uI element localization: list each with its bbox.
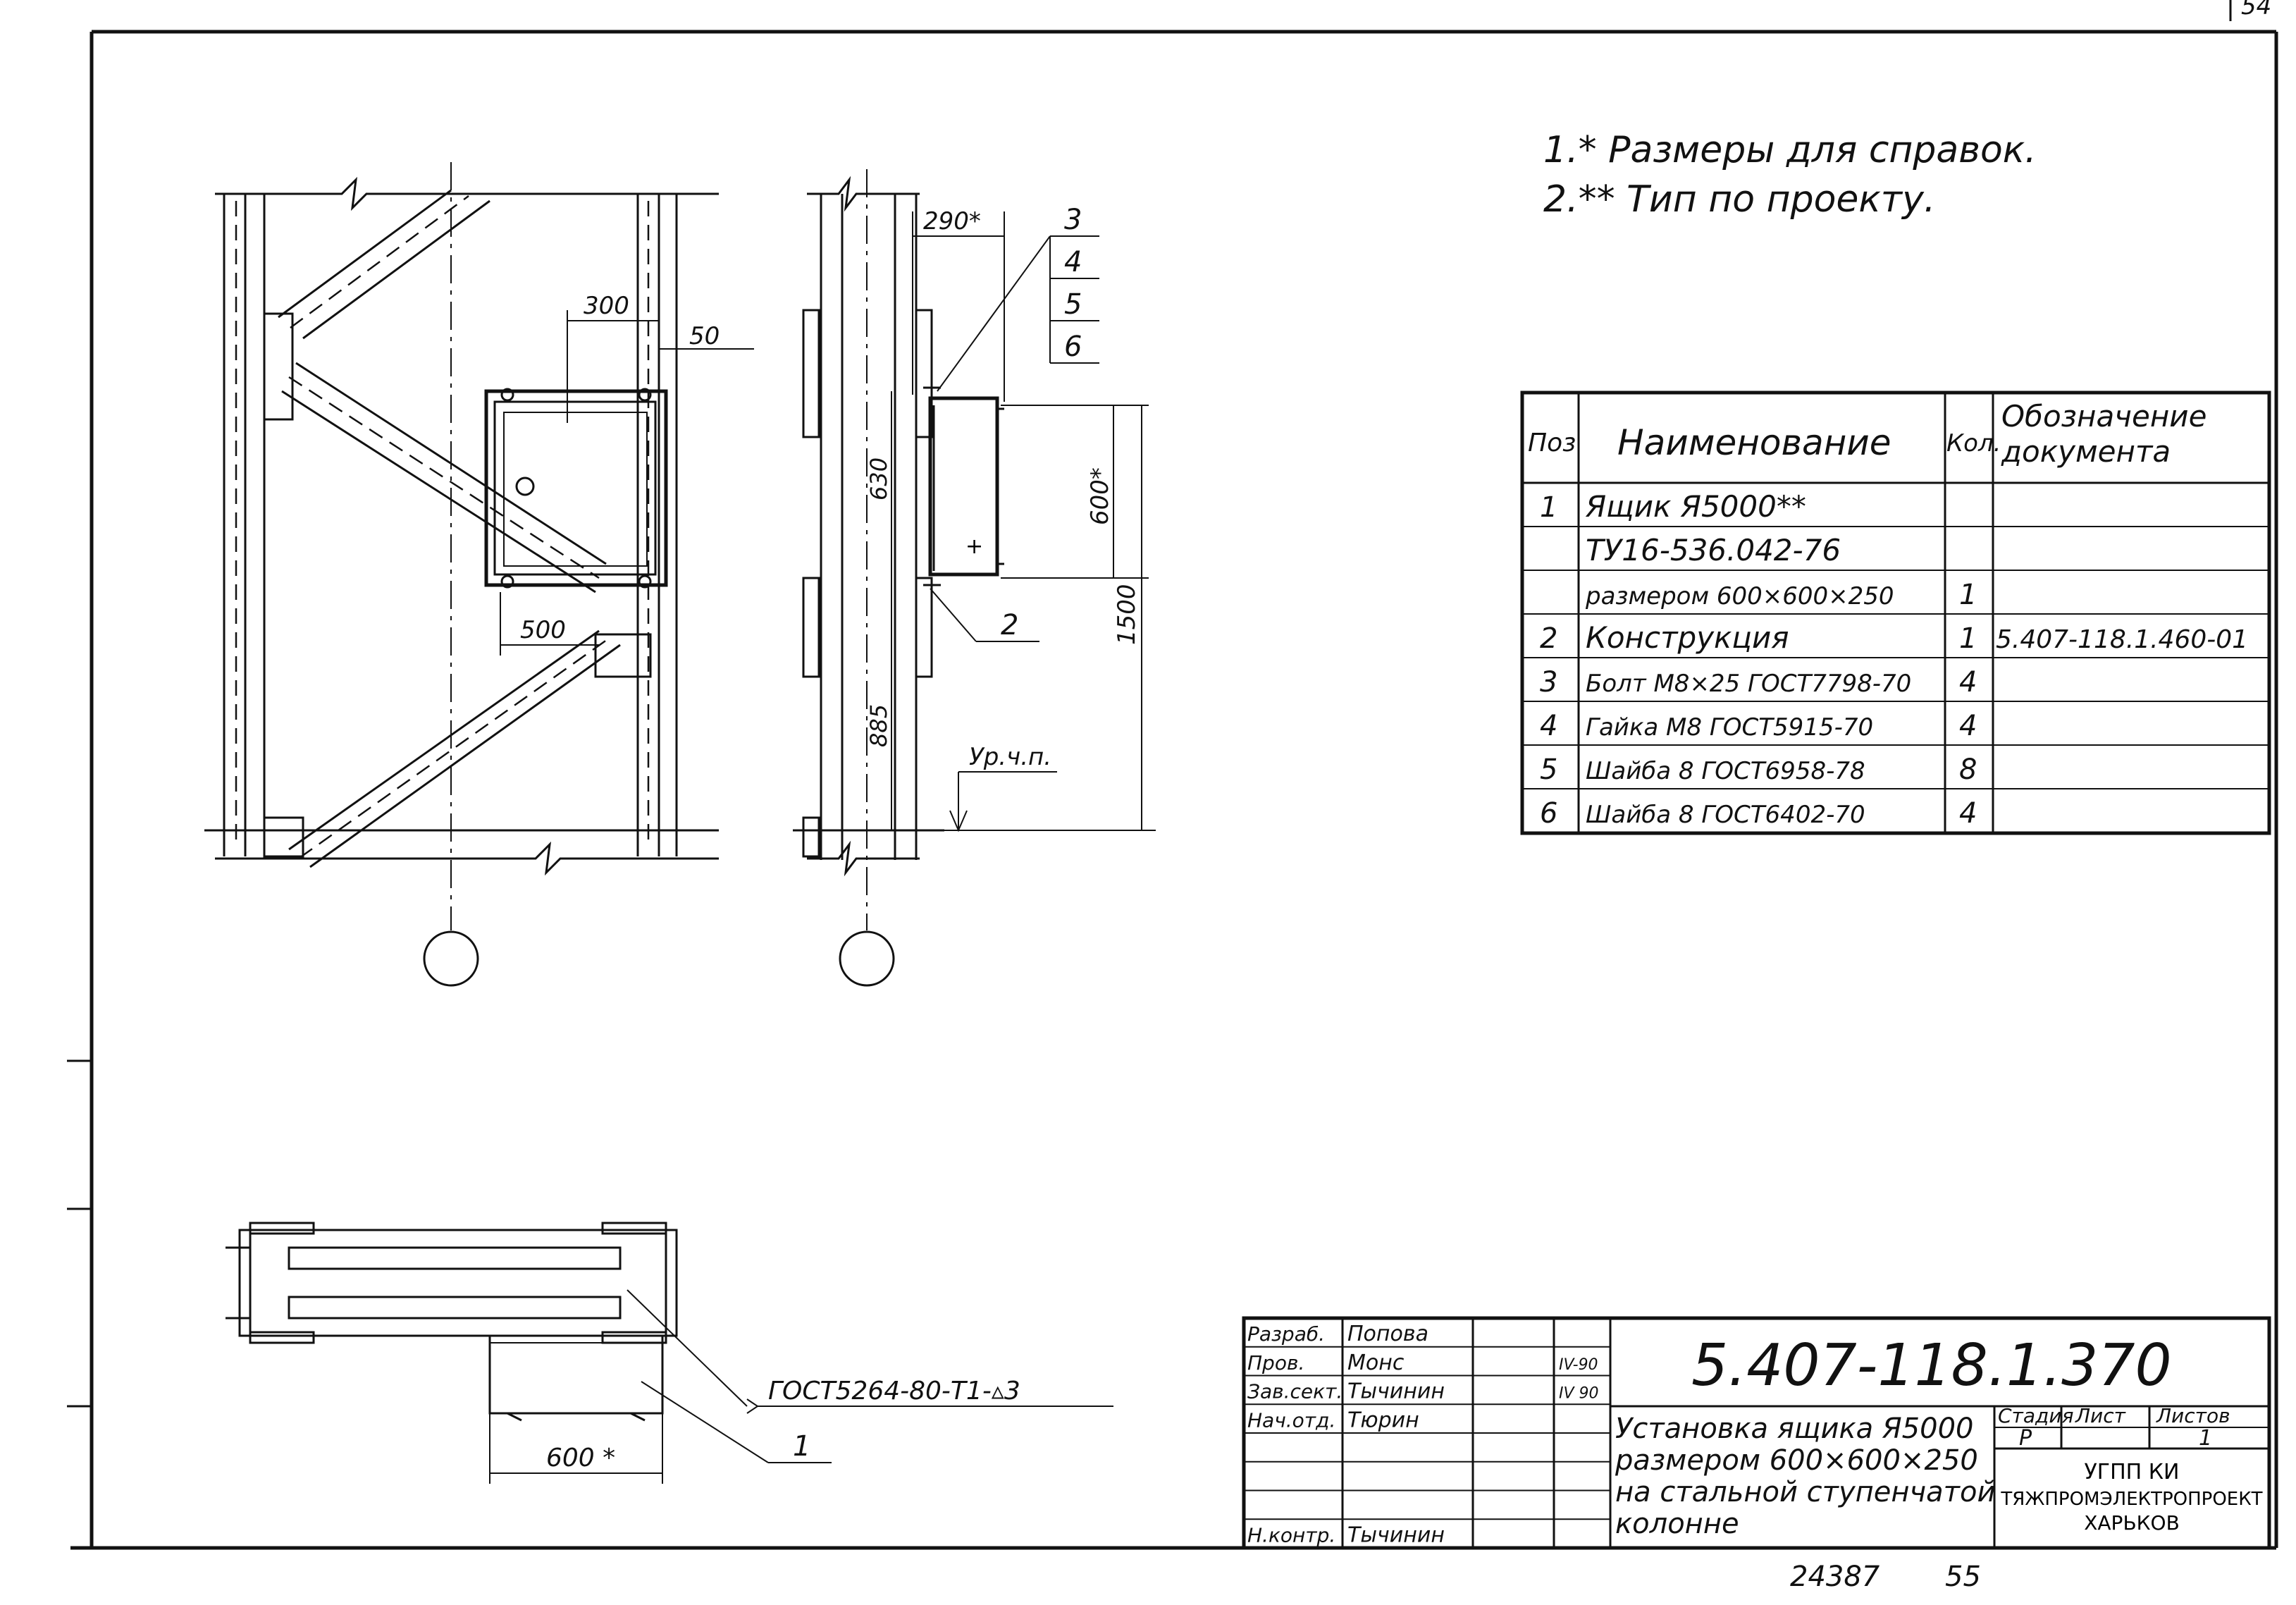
callout-5: 5 xyxy=(1064,288,1082,321)
spec-row-pos: 1 xyxy=(1540,491,1557,524)
title-line-2: размером 600×600×250 xyxy=(1615,1444,1978,1477)
dim-885: 885 xyxy=(865,704,892,747)
th-pos: Поз xyxy=(1528,429,1576,457)
spec-row-name: размером 600×600×250 xyxy=(1585,582,1894,610)
tb-name: Тычинин xyxy=(1347,1523,1445,1547)
tb-name: Монс xyxy=(1347,1351,1405,1375)
note-1: 1.* Размеры для справок. xyxy=(1543,129,2037,171)
tb-role: Зав.сект. xyxy=(1247,1380,1343,1403)
dim-500: 500 xyxy=(520,616,566,644)
dim-630: 630 xyxy=(865,457,892,500)
notes: 1.* Размеры для справок. 2.** Тип по про… xyxy=(1543,129,2037,221)
title-line-1: Установка ящика Я5000 xyxy=(1615,1413,1973,1445)
th-name: Наименование xyxy=(1617,422,1891,463)
tb-date: IV-90 xyxy=(1559,1356,1598,1374)
spec-row-name: Ящик Я5000** xyxy=(1585,489,1806,524)
spec-row-qty: 8 xyxy=(1959,754,1977,786)
archive-number: 24387 xyxy=(1790,1561,1880,1593)
th-doc-line2: документа xyxy=(2001,434,2171,469)
tb-role: Н.контр. xyxy=(1247,1523,1335,1546)
floor-level-label: Ур.ч.п. xyxy=(969,743,1051,771)
spec-row-pos: 4 xyxy=(1540,710,1557,742)
plus-mark: + xyxy=(965,534,983,559)
sheet-label: Лист xyxy=(2075,1404,2126,1427)
dim-600-horizontal: 600 * xyxy=(546,1444,615,1472)
org-line-1: УГПП КИ xyxy=(2085,1460,2180,1484)
stage-label: Стадия xyxy=(1998,1404,2073,1427)
dim-290: 290* xyxy=(923,207,981,235)
spec-row-qty: 4 xyxy=(1959,666,1977,699)
dim-600-vertical: 600* xyxy=(1086,467,1114,525)
spec-row-name: Шайба 8 ГОСТ6402-70 xyxy=(1586,801,1865,829)
corner-sheet-number: 54 xyxy=(2241,0,2271,20)
spec-row-name: Гайка М8 ГОСТ5915-70 xyxy=(1586,713,1873,742)
dim-50: 50 xyxy=(689,322,720,350)
spec-row-name: Конструкция xyxy=(1586,620,1789,655)
spec-row-doc: 5.407-118.1.460-01 xyxy=(1996,625,2248,654)
spec-row-pos: 2 xyxy=(1540,622,1557,655)
spec-row-pos: 6 xyxy=(1540,797,1557,830)
sheet-frame: 54 xyxy=(67,0,2278,1550)
tb-name: Тюрин xyxy=(1347,1408,1419,1432)
spec-row-pos: 5 xyxy=(1540,754,1557,786)
title-line-4: колонне xyxy=(1615,1508,1739,1540)
callout-stack: 3 4 5 6 xyxy=(937,204,1099,392)
dim-1500: 1500 xyxy=(1113,584,1141,645)
sheets-label: Листов xyxy=(2156,1404,2230,1427)
spec-row-name: Шайба 8 ГОСТ6958-78 xyxy=(1586,757,1865,785)
callout-6: 6 xyxy=(1064,331,1082,363)
note-2: 2.** Тип по проекту. xyxy=(1543,178,1935,221)
spec-row-qty: 4 xyxy=(1959,797,1977,830)
weld-note: ГОСТ5264-80-Т1-▵3 xyxy=(768,1377,1020,1406)
plan-view: ГОСТ5264-80-Т1-▵3 1 600 * xyxy=(226,1222,1113,1484)
front-view: 300 50 500 xyxy=(204,162,754,987)
callout-2: 2 xyxy=(1001,609,1018,641)
spec-row-name: Болт М8×25 ГОСТ7798-70 xyxy=(1586,670,1911,698)
stage-value: Р xyxy=(2019,1426,2032,1451)
side-view: + 290* 3 4 5 6 630 600* xyxy=(793,169,1156,987)
th-qty: Кол. xyxy=(1946,429,2001,457)
page-number: 55 xyxy=(1945,1561,1981,1593)
callout-1: 1 xyxy=(793,1430,810,1463)
tb-name: Тычинин xyxy=(1347,1379,1445,1404)
dim-300: 300 xyxy=(584,292,629,320)
spec-row-name: ТУ16-536.042-76 xyxy=(1586,533,1841,567)
org-line-3: ХАРЬКОВ xyxy=(2084,1511,2180,1535)
doc-number: 5.407-118.1.370 xyxy=(1691,1332,2172,1399)
tb-date: IV 90 xyxy=(1559,1385,1599,1403)
spec-row-qty: 4 xyxy=(1959,710,1977,742)
callout-4: 4 xyxy=(1064,246,1082,278)
th-doc: Обозначение xyxy=(2001,399,2206,433)
tb-role: Пров. xyxy=(1247,1351,1304,1375)
spec-row-qty: 1 xyxy=(1959,579,1977,611)
tb-role: Нач.отд. xyxy=(1247,1408,1335,1432)
tb-name: Попова xyxy=(1347,1322,1428,1346)
spec-table: Поз Наименование Кол. Обозначение докуме… xyxy=(1520,391,2271,835)
spec-row-qty: 1 xyxy=(1959,622,1977,655)
sheets-value: 1 xyxy=(2199,1426,2212,1451)
callout-3: 3 xyxy=(1064,204,1082,236)
title-line-3: на стальной ступенчатой xyxy=(1615,1476,1995,1508)
org-line-2: ТЯЖПРОМЭЛЕКТРОПРОЕКТ xyxy=(2000,1489,2262,1510)
spec-row-pos: 3 xyxy=(1540,666,1557,699)
tb-role: Разраб. xyxy=(1247,1322,1325,1346)
